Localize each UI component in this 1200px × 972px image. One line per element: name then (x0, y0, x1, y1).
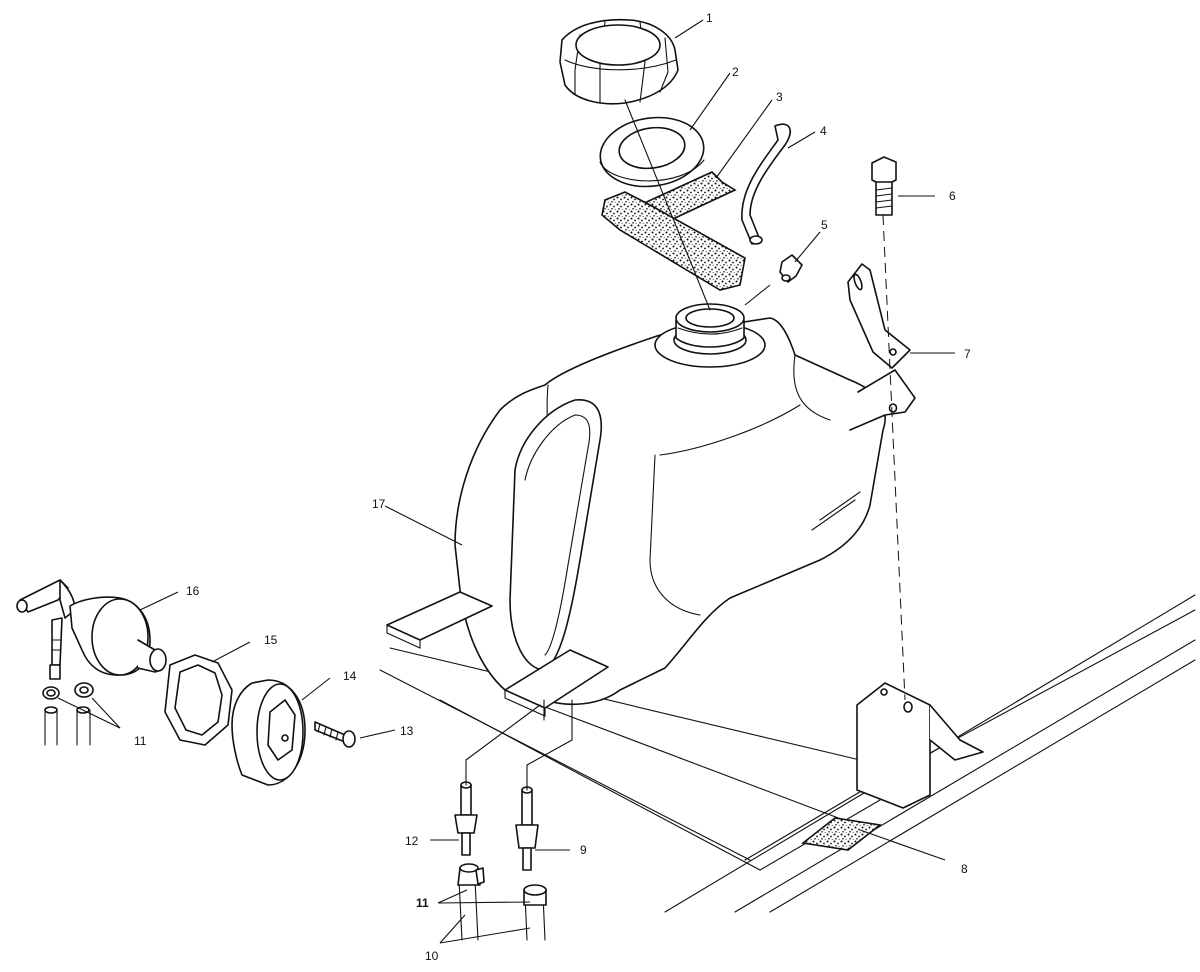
foam-pad-3 (601, 171, 746, 291)
callout-7: 7 (964, 347, 971, 361)
callout-16: 16 (186, 584, 200, 598)
fuel-filter-16 (16, 579, 167, 680)
fitting-9 (515, 786, 539, 871)
callout-1: 1 (706, 11, 713, 25)
lock-nut-15 (164, 654, 233, 746)
callout-8: 8 (961, 862, 968, 876)
gauge-housing-14 (231, 679, 306, 786)
callout-5: 5 (821, 218, 828, 232)
screw-13 (314, 721, 356, 748)
vent-hose-4 (741, 123, 791, 245)
callout-3: 3 (776, 90, 783, 104)
frame-mount (856, 682, 984, 809)
callout-labels: 1 2 3 4 5 6 7 8 9 10 11 11 12 13 14 15 1… (134, 11, 971, 963)
callout-14: 14 (343, 669, 357, 683)
vent-fitting-5 (779, 254, 803, 283)
callout-9: 9 (580, 843, 587, 857)
callout-15: 15 (264, 633, 278, 647)
fuel-lines-10 (457, 863, 547, 941)
fitting-12 (454, 781, 478, 856)
hose-clamps-11-left (42, 682, 94, 746)
assembly-lines (465, 99, 906, 791)
fuel-tank-17 (386, 303, 916, 717)
callout-6: 6 (949, 189, 956, 203)
frame-pad-8 (801, 817, 882, 851)
callout-10: 10 (425, 949, 439, 963)
callout-11-left: 11 (134, 734, 147, 748)
leader-lines (57, 19, 955, 944)
cap-gasket-2 (599, 116, 705, 188)
mount-bracket-7 (847, 263, 911, 369)
callout-13: 13 (400, 724, 414, 738)
callout-17: 17 (372, 497, 386, 511)
callout-12: 12 (405, 834, 419, 848)
fuel-cap-1 (559, 18, 679, 105)
bolt-6 (871, 156, 897, 216)
callout-2: 2 (732, 65, 739, 79)
callout-11-bottom: 11 (416, 896, 429, 910)
callout-4: 4 (820, 124, 827, 138)
